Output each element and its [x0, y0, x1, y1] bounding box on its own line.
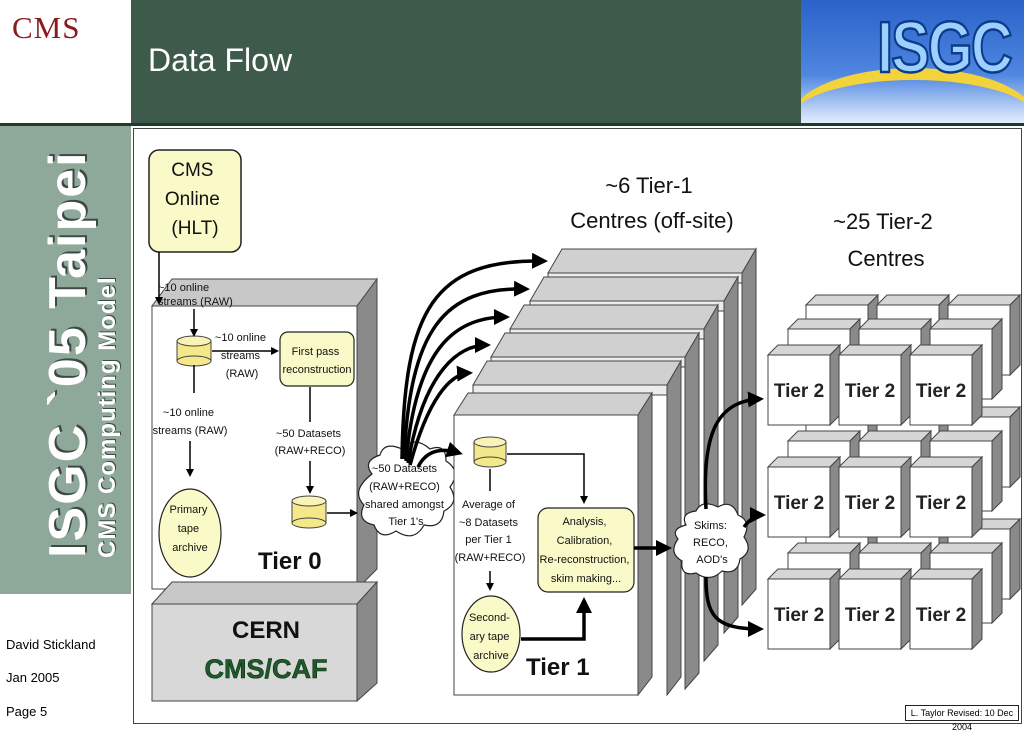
tier2-cube: Tier 2: [766, 567, 842, 651]
cloud-text: ~50 Datasets (RAW+RECO) shared amongst T…: [365, 463, 447, 528]
tier2-cube: Tier 2: [908, 343, 984, 427]
footer-page: Page 5: [6, 704, 48, 719]
footer-author: David Stickland: [6, 637, 96, 652]
tier2-label: Tier 2: [845, 605, 895, 626]
first-pass-box: [279, 331, 355, 387]
slide-title: Data Flow: [148, 42, 293, 78]
primary-tape-archive: [158, 488, 222, 578]
online-streams-label-2: ~10 online streams (RAW): [215, 332, 269, 380]
tier2-cube: Tier 2: [766, 455, 842, 539]
tier1-header: ~6 Tier-1 Centres (off-site): [570, 173, 733, 233]
cms-online-box: [148, 149, 242, 253]
tier2-label: Tier 2: [774, 493, 824, 514]
datasets-50-label: ~50 Datasets (RAW+RECO): [275, 428, 346, 457]
storage-cylinder-tier0: [176, 335, 212, 367]
data-flow-diagram: CMS Online (HLT) ~10 online streams (RAW…: [133, 128, 1022, 724]
tier2-label: Tier 2: [845, 493, 895, 514]
tier2-cube: Tier 2: [837, 343, 913, 427]
cms-logo-text: CMS: [12, 10, 81, 45]
header-band: [131, 0, 801, 124]
secondary-tape-text: Second- ary tape archive: [469, 612, 513, 662]
tier1-average-text: Average of ~8 Datasets per Tier 1 (RAW+R…: [455, 499, 526, 564]
skims-text: Skims: RECO, AOD's: [693, 520, 731, 566]
online-streams-label-1: ~10 online streams (RAW): [158, 282, 233, 308]
tier2-grid: Tier 2 Tier 2 Tier 2 Tier 2 Tier 2 Tier 2 Tier…: [766, 293, 1022, 651]
secondary-tape-archive: [461, 595, 521, 673]
tier2-cube: Tier 2: [766, 343, 842, 427]
tier2-cube: Tier 2: [908, 567, 984, 651]
isgc-logo: ISGC: [801, 0, 1024, 124]
skims-cloud: [673, 503, 749, 579]
tier2-label: Tier 2: [916, 493, 966, 514]
tier2-cube: Tier 2: [908, 455, 984, 539]
tier2-cube: Tier 2: [837, 455, 913, 539]
cms-online-text: CMS Online (HLT): [165, 160, 225, 239]
side-title: ISGC `05 Taipei: [39, 150, 97, 558]
tape-to-analysis-arrow: [521, 597, 592, 641]
tier1-label: Tier 1: [526, 654, 590, 681]
tier2-cube: Tier 2: [837, 567, 913, 651]
tier2-label: Tier 2: [845, 381, 895, 402]
online-streams-label-3: ~10 online streams (RAW): [153, 407, 228, 437]
fanout-arrows: [400, 252, 548, 468]
side-title-block: ISGC `05 Taipei CMS Computing Model: [38, 118, 121, 558]
isgc-logo-text: ISGC: [876, 6, 1014, 90]
cms-logo: CMS: [0, 0, 132, 124]
first-pass-text: First pass reconstruction: [282, 346, 351, 376]
footer-date: Jan 2005: [6, 670, 60, 685]
tier1-cylinder-to-analysis: [507, 453, 588, 504]
storage-cylinder-datasets: [291, 495, 327, 529]
storage-cylinder-tier1: [473, 436, 507, 468]
tier2-label: Tier 2: [774, 381, 824, 402]
caf-label: CMS/CAF: [205, 654, 328, 684]
tier2-header: ~25 Tier-2 Centres: [833, 209, 939, 271]
primary-tape-text: Primary tape archive: [170, 504, 211, 554]
analysis-box: [537, 507, 635, 593]
skims-to-tier2-arrows: [703, 391, 766, 637]
header-rule: [0, 123, 1024, 126]
tier2-label: Tier 2: [916, 605, 966, 626]
analysis-text: Analysis, Calibration, Re-reconstruction…: [540, 516, 633, 585]
tier0-label: Tier 0: [258, 548, 322, 575]
cern-block: [150, 580, 379, 703]
revised-note: L. Taylor Revised: 10 Dec 2004: [905, 705, 1019, 732]
side-subtitle: CMS Computing Model: [94, 276, 121, 558]
tier2-label: Tier 2: [774, 605, 824, 626]
side-panel: [0, 126, 131, 594]
tier2-label: Tier 2: [916, 381, 966, 402]
cern-label: CERN: [232, 617, 300, 644]
